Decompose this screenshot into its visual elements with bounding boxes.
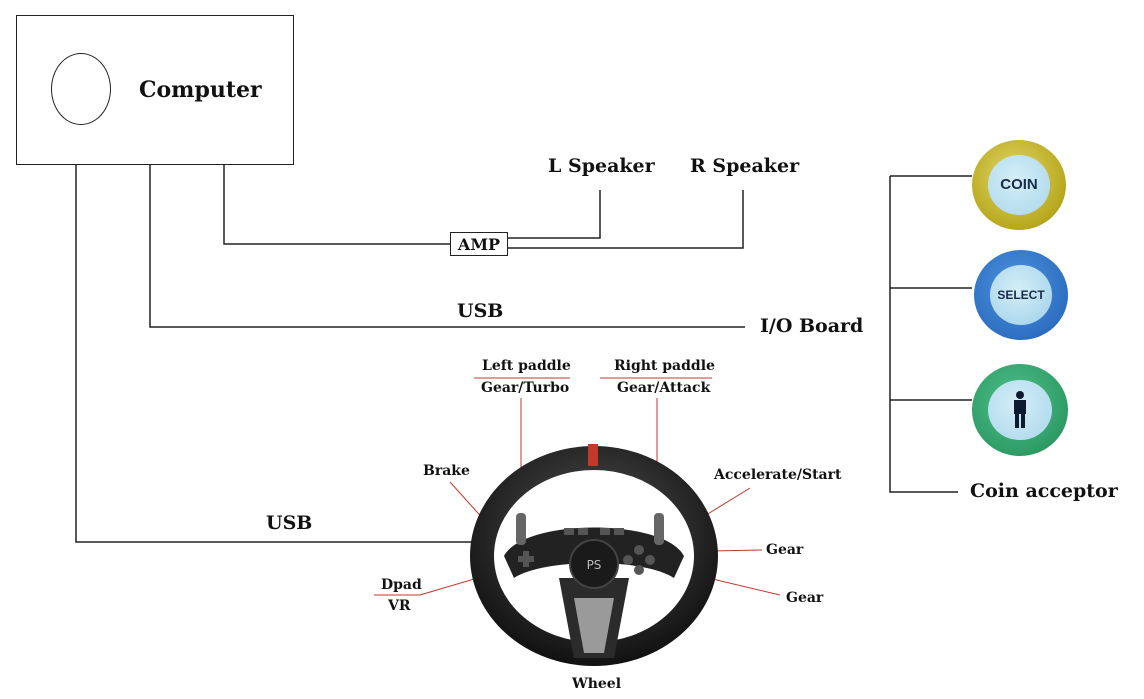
coin-text: COIN (1000, 176, 1038, 194)
ps-logo-icon: PS (587, 558, 602, 572)
right-paddle-label: Right paddle (614, 358, 715, 374)
computer-circle-icon (51, 53, 111, 125)
wheel-spoke-plate (574, 598, 614, 653)
amp-right-speaker-wire (508, 190, 744, 249)
accelerate-label: Accelerate/Start (714, 467, 842, 483)
io-board-label: I/O Board (760, 315, 864, 337)
dpad-label: Dpad (381, 577, 422, 593)
wheel-usb-label: USB (266, 512, 313, 534)
right-paddle-sub-label: Gear/Attack (617, 380, 711, 396)
right-paddle[interactable] (654, 513, 664, 545)
left-paddle-label: Left paddle (482, 358, 571, 374)
wheel-label: Wheel (572, 676, 622, 692)
coin-bus-wire (889, 176, 958, 493)
person-icon (1013, 391, 1026, 428)
select-text: SELECT (997, 287, 1045, 302)
computer-io-wire (149, 165, 745, 328)
left-paddle[interactable] (516, 513, 526, 545)
computer-wheel-wire (75, 165, 472, 543)
io-usb-label: USB (457, 300, 504, 322)
wheel-buttons (518, 528, 655, 575)
right-speaker-label: R Speaker (690, 155, 800, 177)
gear-lower-label: Gear (786, 590, 824, 606)
gear-upper-label: Gear (766, 542, 804, 558)
wheel-top-marker (588, 444, 598, 466)
coin-button[interactable]: COIN (972, 140, 1066, 230)
steering-wheel: PS (470, 444, 718, 666)
vr-label: VR (388, 598, 411, 614)
amp-label: AMP (457, 234, 501, 254)
coin-cap: COIN (987, 155, 1051, 215)
left-paddle-sub-label: Gear/Turbo (481, 380, 570, 396)
computer-amp-wire (223, 165, 450, 245)
player-cap (988, 379, 1052, 441)
coin-acceptor-label: Coin acceptor (970, 480, 1118, 502)
amp-left-speaker-wire (508, 190, 601, 239)
select-cap: SELECT (989, 265, 1053, 325)
left-speaker-label: L Speaker (548, 155, 655, 177)
player-button[interactable] (972, 364, 1068, 456)
select-button[interactable]: SELECT (974, 250, 1068, 340)
amp-box: AMP (450, 232, 508, 256)
computer-box: Computer (16, 15, 294, 165)
ps-logo-button[interactable] (569, 539, 619, 589)
brake-label: Brake (423, 463, 470, 479)
computer-label: Computer (139, 77, 262, 103)
